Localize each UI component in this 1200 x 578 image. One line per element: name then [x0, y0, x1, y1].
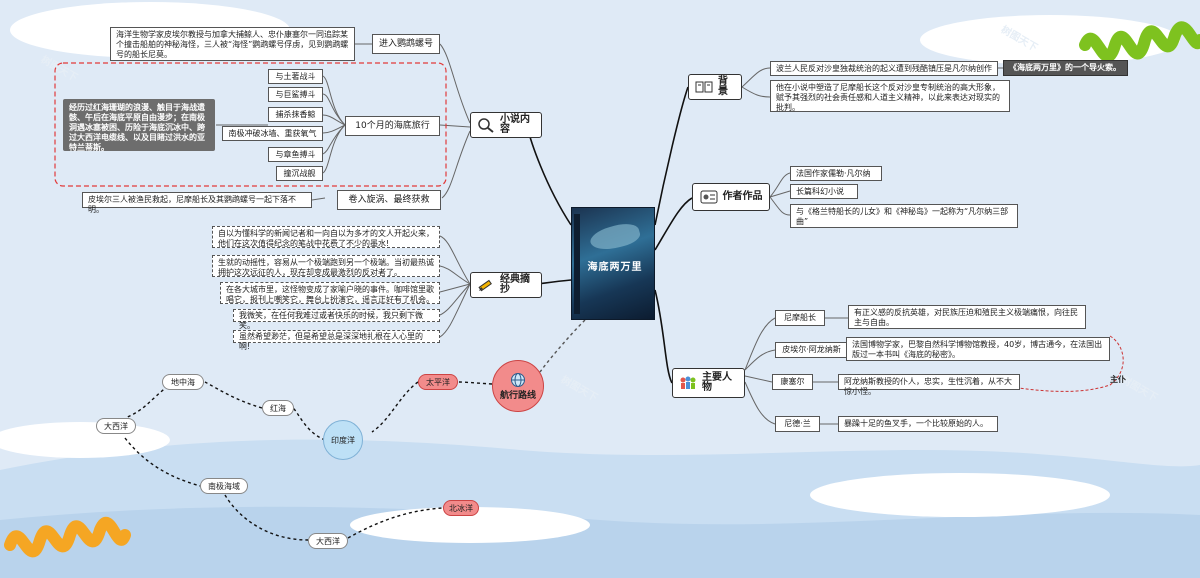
- topic-excerpts[interactable]: 经典摘抄: [470, 272, 542, 298]
- excerpt-item: 虽然希望渺茫，但是希望总是深深地扎根在人心里的啊!: [233, 330, 440, 351]
- character-name[interactable]: 康塞尔: [772, 374, 813, 390]
- topic-label: 作者作品: [722, 191, 763, 202]
- cloud-shape: [0, 2, 1180, 543]
- end-label[interactable]: 卷入旋涡、最终获救: [337, 190, 441, 210]
- id-card-icon: [700, 190, 717, 204]
- topic-background[interactable]: 背景: [688, 74, 742, 100]
- topic-main-characters[interactable]: 主要人物: [672, 368, 745, 398]
- author-item: 法国作家儒勒·凡尔纳: [790, 166, 882, 181]
- route-stop[interactable]: 太平洋: [418, 374, 458, 390]
- voyage-event[interactable]: 撞沉战舰: [276, 166, 323, 181]
- background-tag: 《海底两万里》的一个导火索。: [1003, 60, 1128, 76]
- book-cover: 海底两万里: [571, 207, 655, 320]
- route-stop[interactable]: 大西洋: [308, 533, 348, 549]
- route-stop[interactable]: 北冰洋: [443, 500, 479, 516]
- people-icon: [680, 376, 696, 389]
- enter-nautilus-note: 海洋生物学家皮埃尔教授与加拿大捕鲸人、忠仆康塞尔一同追踪某个撞击船舶的神秘海怪，…: [110, 27, 355, 61]
- magnifier-icon: [478, 118, 494, 133]
- character-desc: 法国博物学家，巴黎自然科学博物馆教授，40岁，博古通今，在法国出版过一本书叫《海…: [846, 337, 1110, 361]
- voyage-note: 经历过红海珊瑚的浪漫、触目于海战遗骸、午后在海底平原自由漫步；在南极洞遇冰塞被困…: [63, 99, 215, 152]
- route-stop[interactable]: 地中海: [162, 374, 204, 390]
- excerpt-item: 我微笑，在任何我难过或者快乐的时候，我只剩下微笑。: [233, 309, 440, 330]
- character-name[interactable]: 尼摩船长: [775, 310, 825, 326]
- background-item: 他在小说中塑造了尼摩船长这个反对沙皇专制统治的高大形象，赋予其强烈的社会责任感和…: [770, 80, 1010, 112]
- character-desc: 阿龙纳斯教授的仆人，忠实，生性沉着，从不大惊小怪。: [838, 374, 1020, 396]
- character-name[interactable]: 尼德·兰: [775, 416, 820, 432]
- topic-label: 小说内容: [500, 114, 530, 135]
- topic-novel-content[interactable]: 小说内容: [470, 112, 542, 138]
- route-stop[interactable]: 大西洋: [96, 418, 136, 434]
- green-squiggle: [1079, 21, 1200, 63]
- route-stop[interactable]: 印度洋: [323, 420, 363, 460]
- character-desc: 有正义感的反抗英雄，对民族压迫和殖民主义极端痛恨，向往民主与自由。: [848, 305, 1086, 329]
- end-note: 皮埃尔三人被渔民救起，尼摩船长及其鹦鹉螺号一起下落不明。: [82, 192, 312, 214]
- voyage-group-frame: [54, 62, 447, 187]
- background-item: 波兰人民反对沙皇独裁统治的起义遭到残酷镇压是凡尔纳创作: [770, 61, 998, 76]
- excerpt-item: 在各大城市里，这怪物变成了家喻户晓的事件。咖啡馆里歌唱它，报刊上嘲笑它，舞台上扮…: [220, 282, 440, 304]
- topic-label: 背景: [718, 76, 728, 97]
- globe-icon: [511, 372, 525, 387]
- center-title: 海底两万里: [587, 262, 643, 273]
- voyage-event[interactable]: 南极冲破冰墙、重获氧气: [222, 126, 323, 141]
- character-name[interactable]: 皮埃尔·阿龙纳斯: [775, 342, 848, 358]
- author-item: 长篇科幻小说: [790, 184, 858, 199]
- topic-author-works[interactable]: 作者作品: [692, 183, 770, 211]
- book-spine: [574, 214, 580, 314]
- topic-label: 主要人物: [702, 372, 732, 393]
- topic-label: 航行路线: [499, 390, 536, 401]
- book-icon: [695, 81, 713, 93]
- sea-creature-shape: [588, 219, 642, 255]
- voyage-event[interactable]: 与土著战斗: [268, 69, 323, 84]
- topic-route[interactable]: 航行路线: [492, 360, 544, 412]
- route-stop[interactable]: 南极海域: [200, 478, 248, 494]
- excerpt-item: 自以为懂科学的新闻记者和一向自以为多才的文人开起火来，他们在这次值得纪念的笔战中…: [212, 226, 440, 248]
- author-item: 与《格兰特船长的儿女》和《神秘岛》一起称为“凡尔纳三部曲”: [790, 204, 1018, 228]
- pencil-icon: [478, 279, 492, 292]
- voyage-label[interactable]: 10个月的海底旅行: [345, 116, 440, 136]
- topic-label: 经典摘抄: [500, 274, 530, 295]
- character-desc: 暴躁十足的鱼叉手，一个比较原始的人。: [838, 416, 998, 432]
- relation-label: 主仆: [1110, 375, 1126, 384]
- voyage-event[interactable]: 捕杀抹香鲸: [268, 107, 323, 122]
- yellow-squiggle: [4, 516, 131, 558]
- voyage-event[interactable]: 与章鱼搏斗: [268, 147, 323, 162]
- voyage-event[interactable]: 与巨鲨搏斗: [268, 87, 323, 102]
- enter-nautilus-label[interactable]: 进入鹦鹉螺号: [372, 34, 440, 54]
- excerpt-item: 生就的动摇性，容易从一个极端跑到另一个极端。当初最热诚拥护这次远征的人，现在却变…: [212, 255, 440, 277]
- route-stop[interactable]: 红海: [262, 400, 294, 416]
